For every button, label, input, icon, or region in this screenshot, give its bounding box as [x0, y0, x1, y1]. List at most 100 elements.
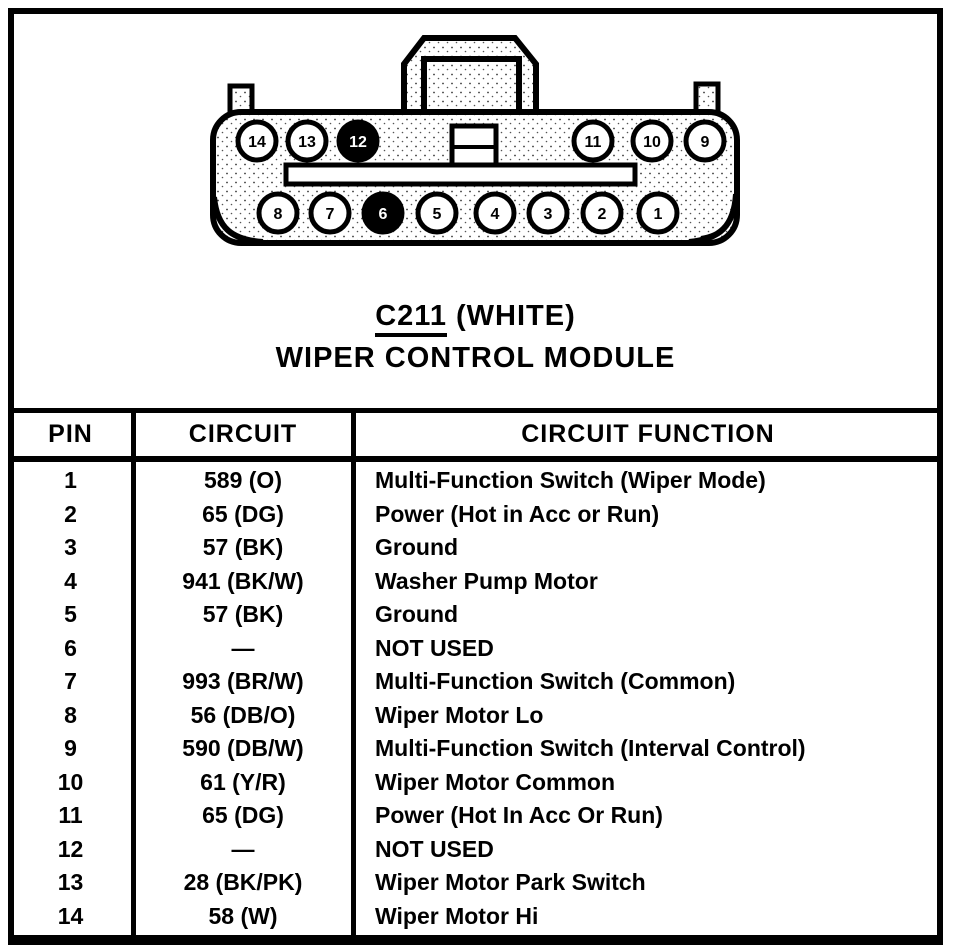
- connector-bottom-right-notch-inner: [700, 204, 738, 240]
- connector-bottom-left-notch: [211, 196, 264, 245]
- table-row: 13 28 (BK/PK) Wiper Motor Park Switch: [8, 866, 943, 900]
- pin-cell: 11: [58, 802, 83, 829]
- connector-pin-4: [473, 191, 517, 235]
- table-header-bottom-rule: [8, 456, 943, 462]
- table-divider-pin-circuit: [131, 408, 136, 937]
- pin-cell: 8: [64, 701, 77, 728]
- connector-pin-3: [526, 191, 570, 235]
- circuit-cell: 61 (Y/R): [200, 768, 286, 795]
- circuit-function-cell: Wiper Motor Park Switch: [375, 869, 646, 896]
- module-title: WIPER CONTROL MODULE: [275, 342, 676, 374]
- title-block: C211 (WHITE) WIPER CONTROL MODULE: [8, 300, 943, 375]
- header-circuit: CIRCUIT: [188, 420, 298, 448]
- circuit-cell: 28 (BK/PK): [183, 869, 303, 896]
- circuit-function-cell: Multi-Function Switch (Interval Control): [375, 735, 806, 762]
- table-row: 7 993 (BR/W) Multi-Function Switch (Comm…: [8, 665, 943, 699]
- circuit-function-cell: Wiper Motor Common: [375, 768, 615, 795]
- table-row: 2 65 (DG) Power (Hot in Acc or Run): [8, 498, 943, 532]
- connector-pin-6-filled: [361, 191, 405, 235]
- pin-table-body: 1 589 (O) Multi-Function Switch (Wiper M…: [8, 464, 943, 933]
- connector-pin-number: 11: [585, 134, 602, 151]
- connector-pin-number: 9: [701, 134, 710, 151]
- connector-pin-number: 10: [643, 134, 661, 151]
- connector-id: C211: [375, 300, 447, 337]
- circuit-cell: 589 (O): [204, 467, 282, 494]
- circuit-cell: 590 (DB/W): [182, 735, 304, 762]
- table-row: 4 941 (BK/W) Washer Pump Motor: [8, 565, 943, 599]
- circuit-function-cell: Ground: [375, 601, 459, 628]
- table-row: 6 — NOT USED: [8, 632, 943, 666]
- connector-pin-number: 5: [433, 206, 442, 223]
- connector-pin-8: [256, 191, 300, 235]
- table-row: 10 61 (Y/R) Wiper Motor Common: [8, 766, 943, 800]
- circuit-cell: 941 (BK/W): [182, 567, 304, 594]
- circuit-function-cell: Multi-Function Switch (Common): [375, 668, 736, 695]
- pin-cell: 5: [64, 601, 77, 628]
- pin-cell: 10: [57, 768, 84, 795]
- connector-title: C211 (WHITE): [8, 300, 943, 337]
- table-row: 9 590 (DB/W) Multi-Function Switch (Inte…: [8, 732, 943, 766]
- circuit-function-cell: NOT USED: [375, 634, 494, 661]
- connector-pin-number: 2: [598, 206, 607, 223]
- circuit-cell: 65 (DG): [202, 500, 284, 527]
- table-row: 11 65 (DG) Power (Hot In Acc Or Run): [8, 799, 943, 833]
- table-row: 12 — NOT USED: [8, 833, 943, 867]
- circuit-function-cell: NOT USED: [375, 835, 494, 862]
- connector-keyway-bar: [283, 162, 638, 187]
- table-top-rule: [8, 408, 943, 413]
- connector-pin-7: [308, 191, 352, 235]
- circuit-cell: 57 (BK): [202, 534, 284, 561]
- header-circuit-function: CIRCUIT FUNCTION: [521, 420, 775, 448]
- pin-cell: 4: [64, 567, 77, 594]
- pin-cell: 14: [57, 902, 84, 929]
- connector-pin-number: 1: [654, 206, 663, 223]
- pin-cell: 2: [64, 500, 77, 527]
- table-row: 5 57 (BK) Ground: [8, 598, 943, 632]
- connector-pin-number: 4: [491, 206, 500, 223]
- circuit-cell: 993 (BR/W): [182, 668, 304, 695]
- connector-pin-9: [683, 119, 727, 163]
- page-border-frame: [8, 8, 943, 945]
- circuit-function-cell: Washer Pump Motor: [375, 567, 598, 594]
- circuit-cell: —: [231, 634, 255, 661]
- circuit-function-cell: Power (Hot In Acc Or Run): [375, 802, 663, 829]
- pin-cell: 3: [64, 534, 77, 561]
- connector-pin-2: [580, 191, 624, 235]
- pin-cell: 1: [64, 467, 77, 494]
- connector-pin-number: 14: [248, 134, 266, 151]
- circuit-function-cell: Ground: [375, 534, 459, 561]
- pin-cell: 7: [64, 668, 77, 695]
- connector-pin-14: [235, 119, 279, 163]
- table-row: 14 58 (W) Wiper Motor Hi: [8, 900, 943, 934]
- connector-pin-number: 12: [349, 134, 367, 151]
- table-header-row: PIN CIRCUIT CIRCUIT FUNCTION: [8, 413, 943, 456]
- connector-pin-12-filled: [336, 119, 380, 163]
- connector-pin-number: 3: [544, 206, 553, 223]
- connector-pin-5: [415, 191, 459, 235]
- header-pin: PIN: [48, 420, 93, 448]
- connector-pin-number: 6: [379, 206, 388, 223]
- connector-pin-11: [571, 119, 615, 163]
- pin-cell: 13: [57, 869, 84, 896]
- pin-cell: 9: [64, 735, 77, 762]
- table-row: 3 57 (BK) Ground: [8, 531, 943, 565]
- table-divider-circuit-function: [351, 408, 356, 937]
- circuit-function-cell: Multi-Function Switch (Wiper Mode): [375, 467, 766, 494]
- connector-pin-10: [630, 119, 674, 163]
- connector-pin-number: 13: [298, 134, 316, 151]
- circuit-cell: 56 (DB/O): [190, 701, 296, 728]
- circuit-cell: 65 (DG): [202, 802, 284, 829]
- circuit-function-cell: Wiper Motor Hi: [375, 902, 539, 929]
- circuit-function-cell: Wiper Motor Lo: [375, 701, 544, 728]
- connector-pin-number: 8: [274, 206, 283, 223]
- connector-pin-13: [285, 119, 329, 163]
- connector-color-note: (WHITE): [446, 300, 576, 332]
- table-row: 1 589 (O) Multi-Function Switch (Wiper M…: [8, 464, 943, 498]
- pin-cell: 6: [64, 634, 77, 661]
- pin-cell: 12: [57, 835, 84, 862]
- table-row: 8 56 (DB/O) Wiper Motor Lo: [8, 699, 943, 733]
- circuit-cell: 58 (W): [208, 902, 278, 929]
